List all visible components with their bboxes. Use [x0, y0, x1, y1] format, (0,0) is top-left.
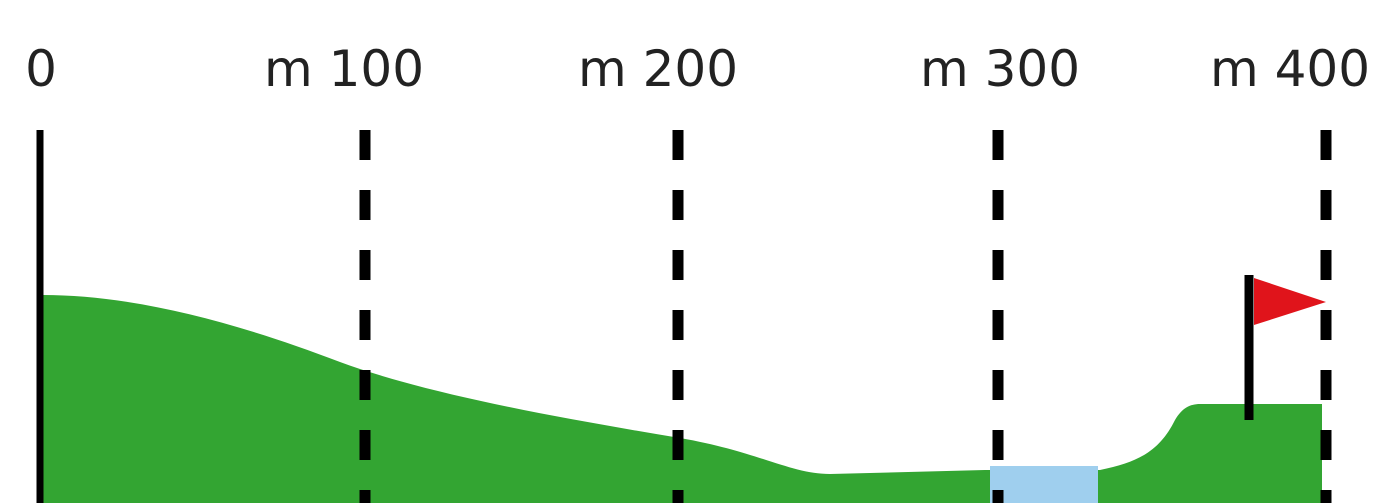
label-300: m 300 [920, 40, 1080, 98]
flag-pennant [1254, 278, 1326, 325]
label-0: 0 [25, 40, 57, 98]
label-400: m 400 [1210, 40, 1370, 98]
label-200: m 200 [578, 40, 738, 98]
label-100: m 100 [264, 40, 424, 98]
distance-markers [359, 130, 1332, 503]
water-hazard [990, 466, 1098, 503]
distance-labels: 0 m 100 m 200 m 300 m 400 [25, 40, 1370, 98]
red-pennant-flag-icon [1244, 275, 1326, 420]
